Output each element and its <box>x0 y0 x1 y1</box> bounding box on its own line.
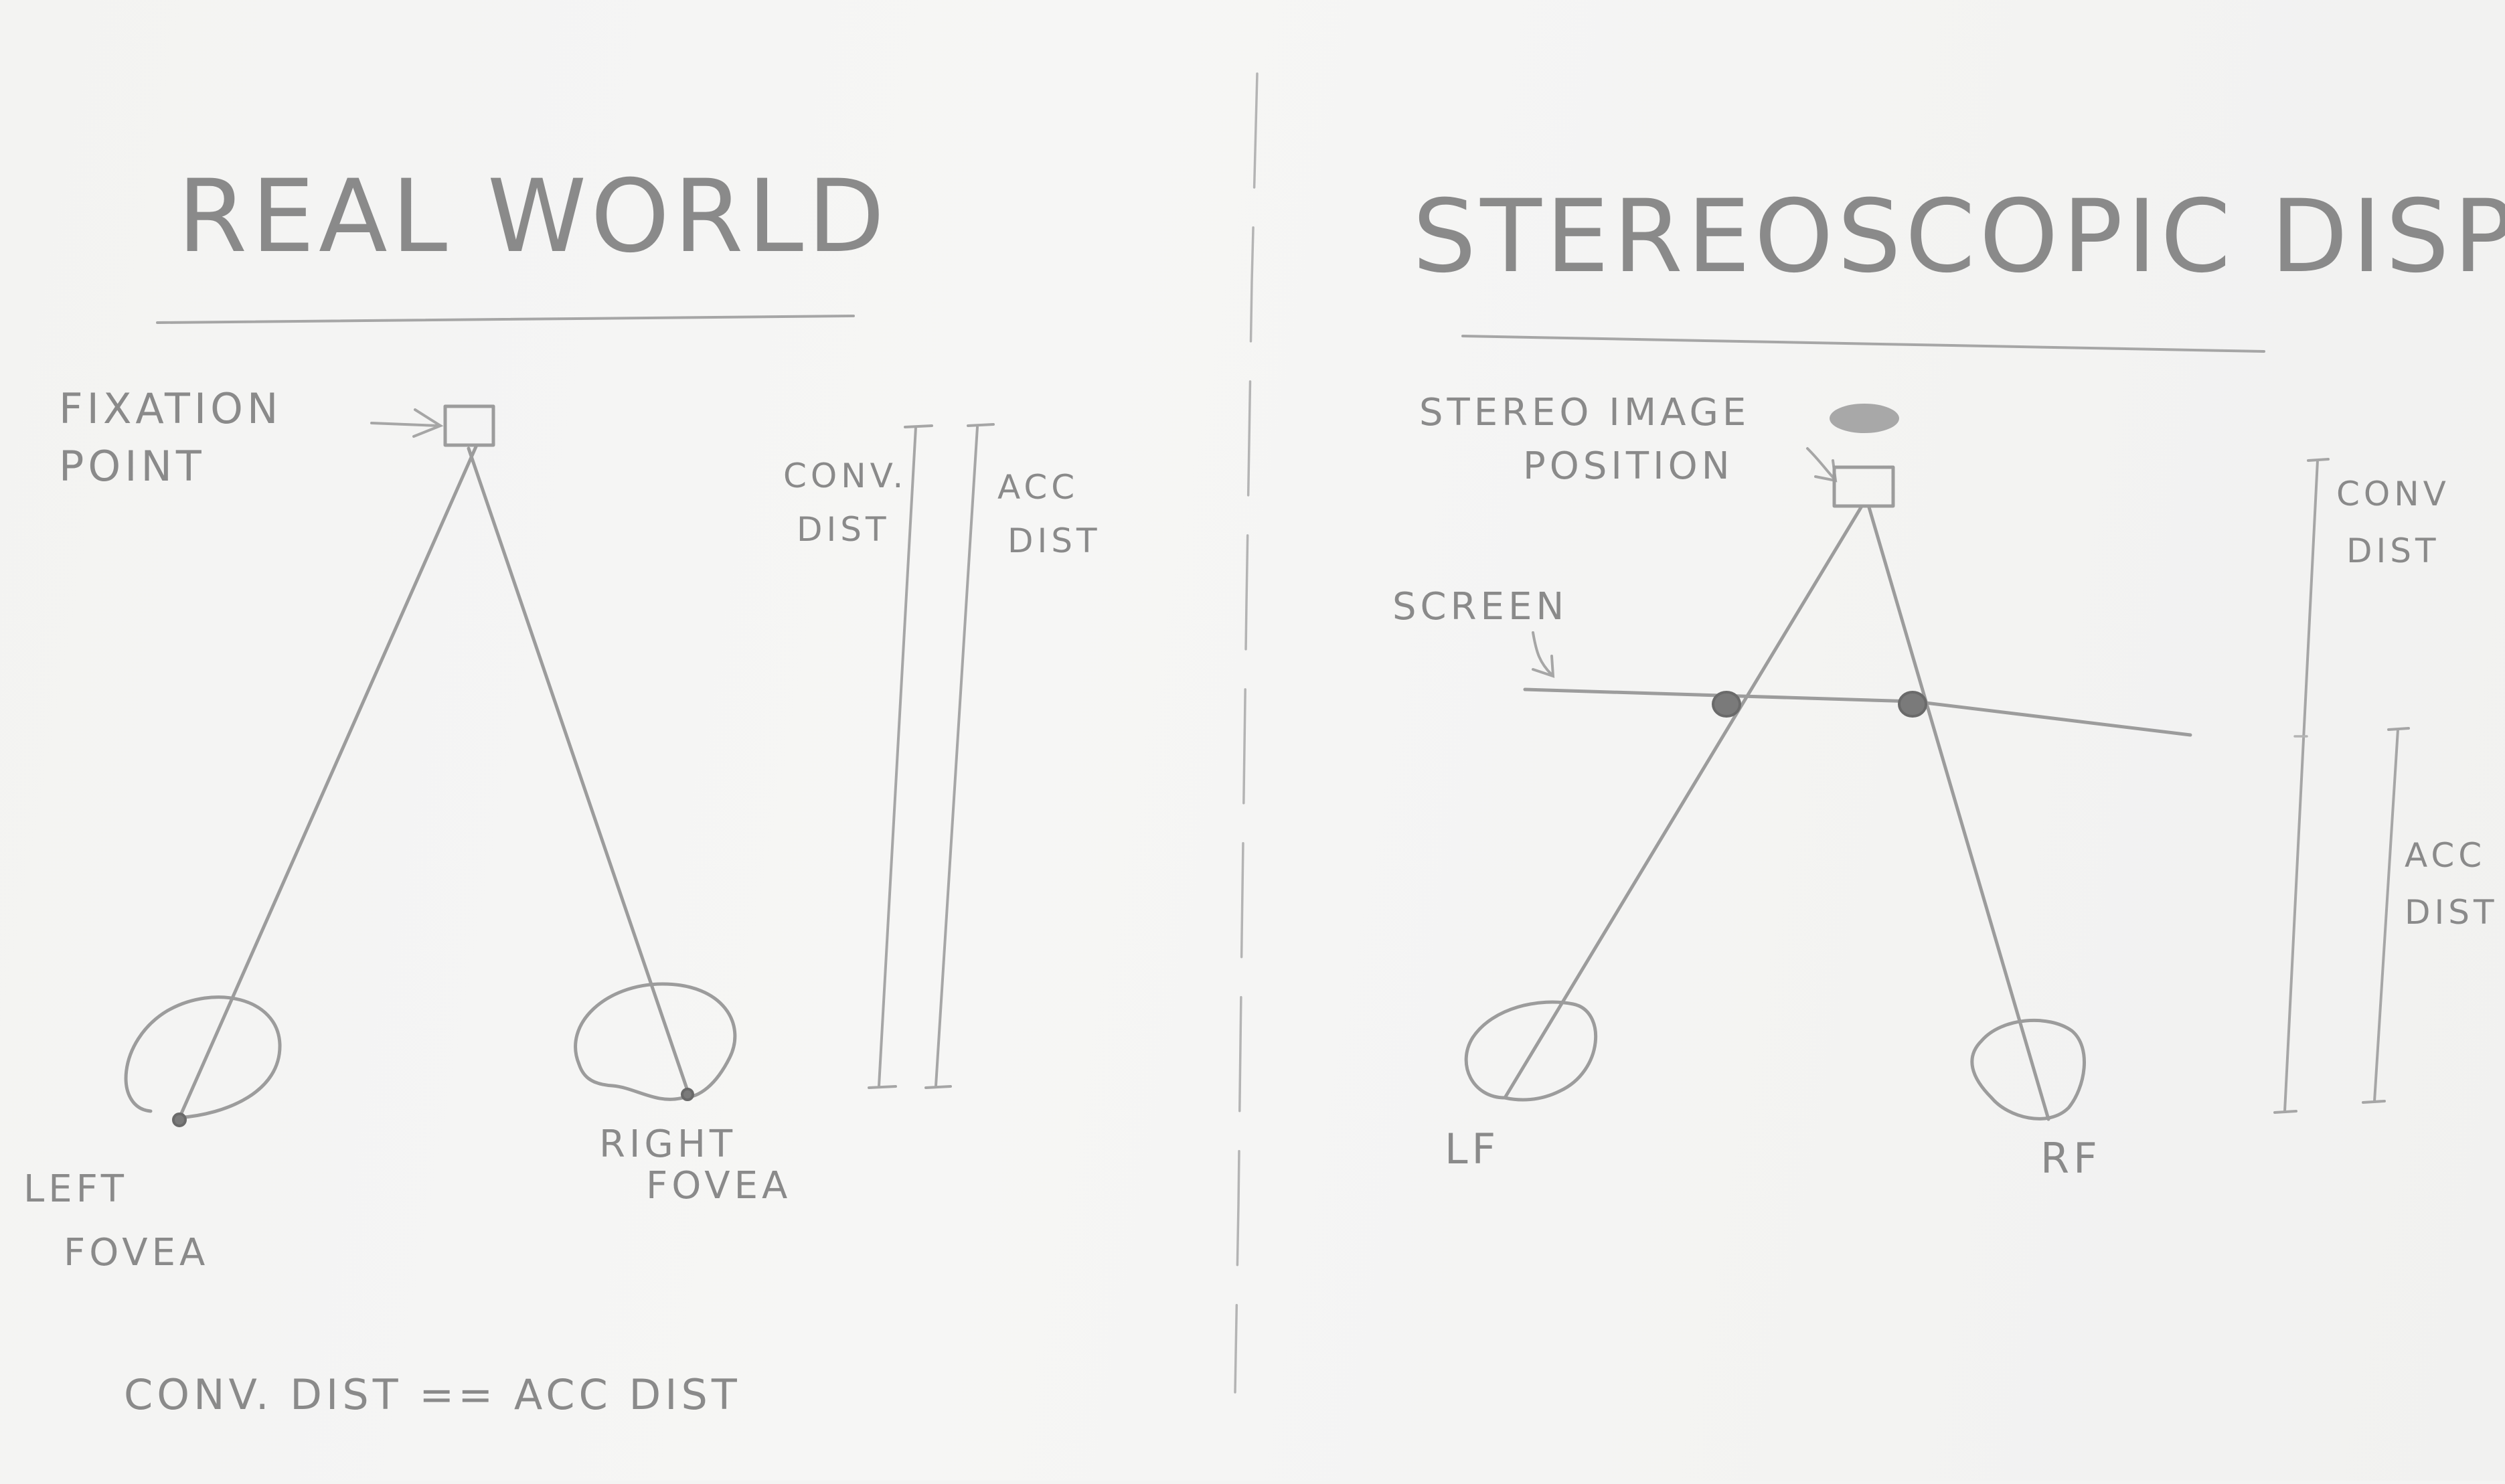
conv-dist-label-line1: CONV. <box>783 457 907 495</box>
acc-dist-label-line1: ACC <box>2405 836 2486 875</box>
right-eye <box>574 982 737 1101</box>
fixation-label-line1: FIXATION <box>59 384 282 433</box>
title-underline <box>1461 335 2265 353</box>
real-world-title: REAL WORLD <box>177 159 889 275</box>
image-position-arrow <box>1806 447 1838 483</box>
stereo-image-box <box>1832 465 1895 508</box>
conv-dist-label-line2: DIST <box>797 510 890 549</box>
image-position-label-line1: STEREO IMAGE <box>1419 391 1750 434</box>
fixation-point-box <box>443 404 495 447</box>
left-eye-label: LF <box>1445 1125 1500 1173</box>
conv-dist-bar <box>2273 458 2330 1114</box>
right-sight-line <box>1867 505 2050 1121</box>
scribble-mark <box>1830 404 1899 433</box>
conv-dist-bar <box>868 424 933 1089</box>
right-fovea-dot <box>681 1088 694 1101</box>
right-fovea-label-line1: RIGHT <box>599 1123 736 1166</box>
right-eye <box>1970 1018 2086 1121</box>
acc-dist-label-line1: ACC <box>997 468 1078 507</box>
left-screen-point <box>1712 691 1741 718</box>
right-fovea-label-line2: FOVEA <box>646 1164 791 1208</box>
left-fovea-label-line1: LEFT <box>23 1167 128 1211</box>
equation-text: CONV. DIST == ACC DIST <box>124 1370 741 1419</box>
left-sight-line <box>177 443 479 1120</box>
acc-dist-label-line2: DIST <box>2405 893 2498 932</box>
left-fovea-label-line2: FOVEA <box>64 1231 209 1274</box>
title-underline <box>156 315 855 324</box>
fixation-arrow <box>370 408 444 438</box>
fixation-label-line2: POINT <box>59 442 206 491</box>
right-screen-point <box>1898 691 1927 718</box>
stereoscopic-title: STEREOSCOPIC DISPLAY <box>1412 179 2505 295</box>
screen-arrow <box>1532 631 1555 678</box>
right-sight-line <box>467 446 692 1098</box>
right-eye-label: RF <box>2040 1134 2101 1183</box>
left-fovea-dot <box>172 1112 187 1127</box>
screen-line <box>1523 687 2192 737</box>
acc-dist-bar <box>2362 727 2410 1104</box>
left-sight-line <box>1503 505 1863 1100</box>
left-eye <box>124 995 282 1120</box>
left-eye <box>1464 1000 1598 1102</box>
acc-dist-bar <box>924 423 995 1089</box>
conv-dist-label-line1: CONV <box>2336 475 2450 513</box>
acc-dist-label-line2: DIST <box>1007 521 1101 560</box>
screen-label: SCREEN <box>1392 585 1568 629</box>
real-world-panel: REAL WORLD FIXATION POINT LEFT FOVEA RIG… <box>23 159 1101 1419</box>
panel-divider <box>1234 72 1259 1394</box>
image-position-label-line2: POSITION <box>1523 444 1734 488</box>
conv-dist-label-line2: DIST <box>2346 531 2440 570</box>
stereoscopic-panel: STEREOSCOPIC DISPLAY STEREO IMAGE POSITI… <box>1392 179 2505 1183</box>
